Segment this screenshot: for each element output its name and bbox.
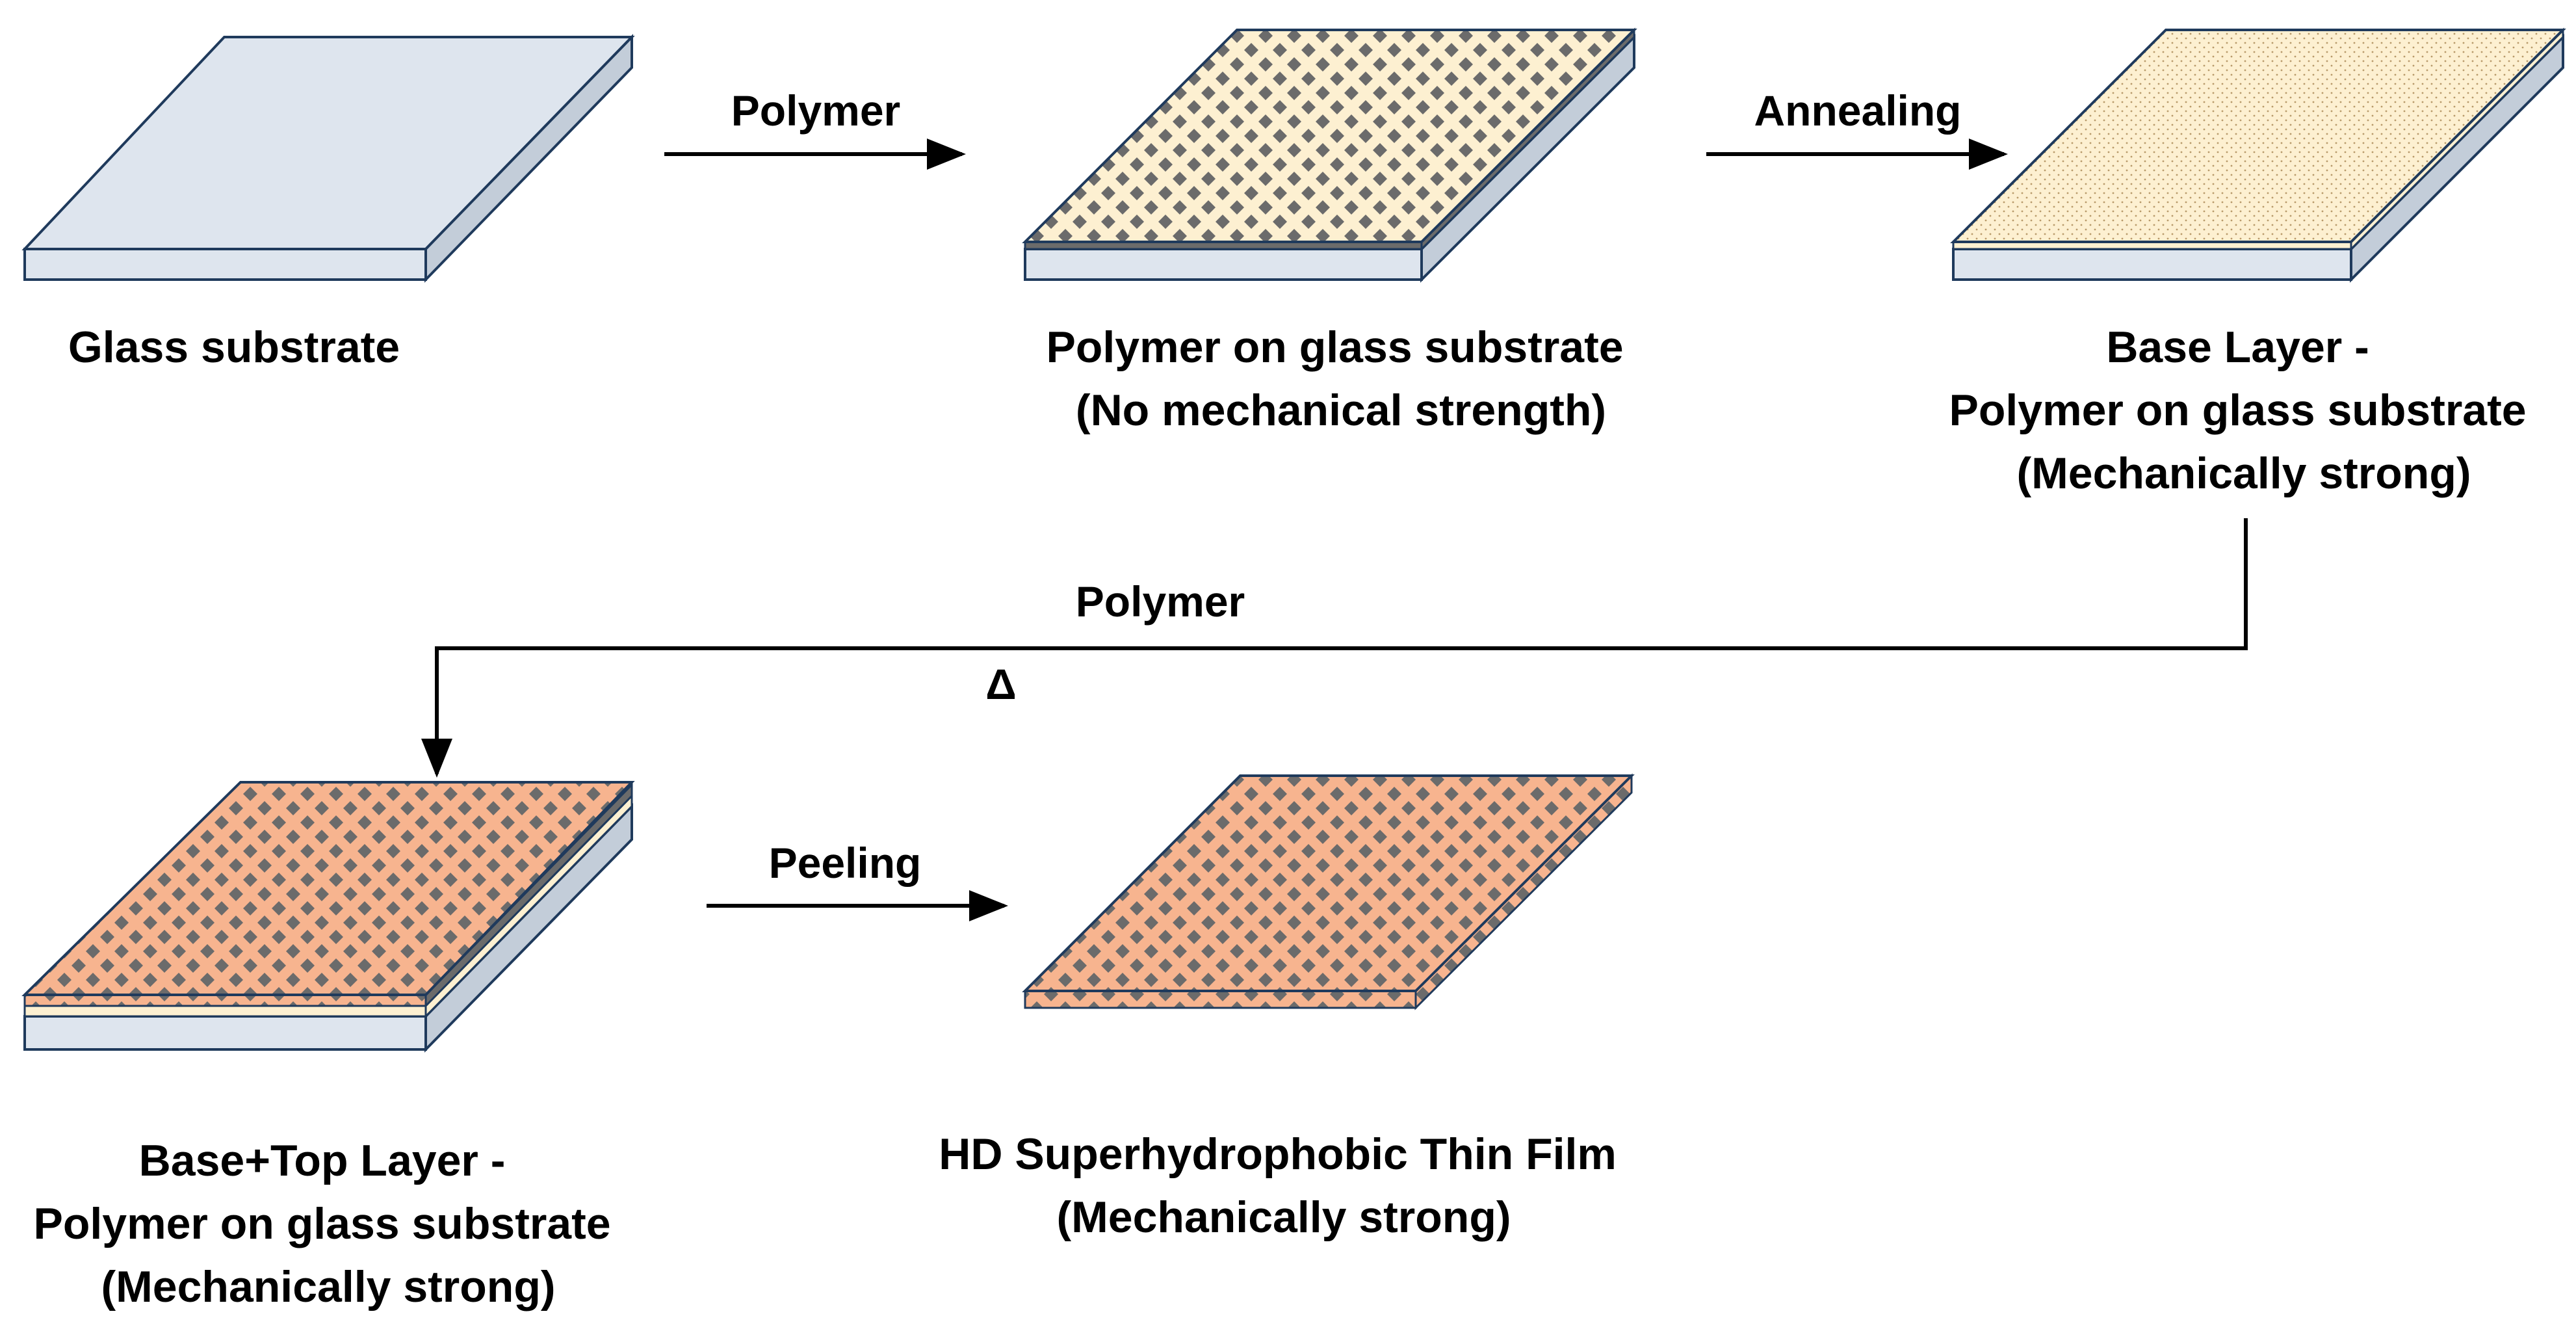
caption-base-layer: Base Layer - Polymer on glass substrate … [1949,323,2539,498]
base-top-layer-slab [21,781,635,1053]
top-layer-top-face [21,781,635,996]
glass-substrate-slab [21,34,635,283]
top-layer-front [23,994,427,1007]
arrow-label-annealing: Annealing [1754,86,1961,135]
film-top-face [1022,774,1635,992]
caption-base-top-layer: Base+Top Layer - Polymer on glass substr… [34,1136,623,1311]
polymer-on-glass-slab [1022,27,1637,283]
thin-film-slab [1022,773,1635,1010]
base-layer-top-face [1950,29,2566,243]
arrow-label-peeling: Peeling [769,839,922,887]
caption-thin-film: HD Superhydrophobic Thin Film (Mechanica… [939,1129,1629,1242]
heat-symbol: Δ [985,660,1016,708]
arrow-label-polymer-2: Polymer [1076,577,1245,626]
arrow-label-polymer-1: Polymer [731,86,900,135]
caption-polymer-on-glass: Polymer on glass substrate (No mechanica… [1047,323,1636,435]
base-layer-slab [1950,27,2566,283]
glass-side-face [424,34,633,283]
film-front [1024,990,1417,1009]
arrow-polymer-2 [421,518,2248,778]
caption-glass-substrate: Glass substrate [68,323,400,372]
polymer-top-face [1022,29,1637,243]
glass-front-face [23,248,427,281]
base-layer-front-2 [23,1005,427,1018]
